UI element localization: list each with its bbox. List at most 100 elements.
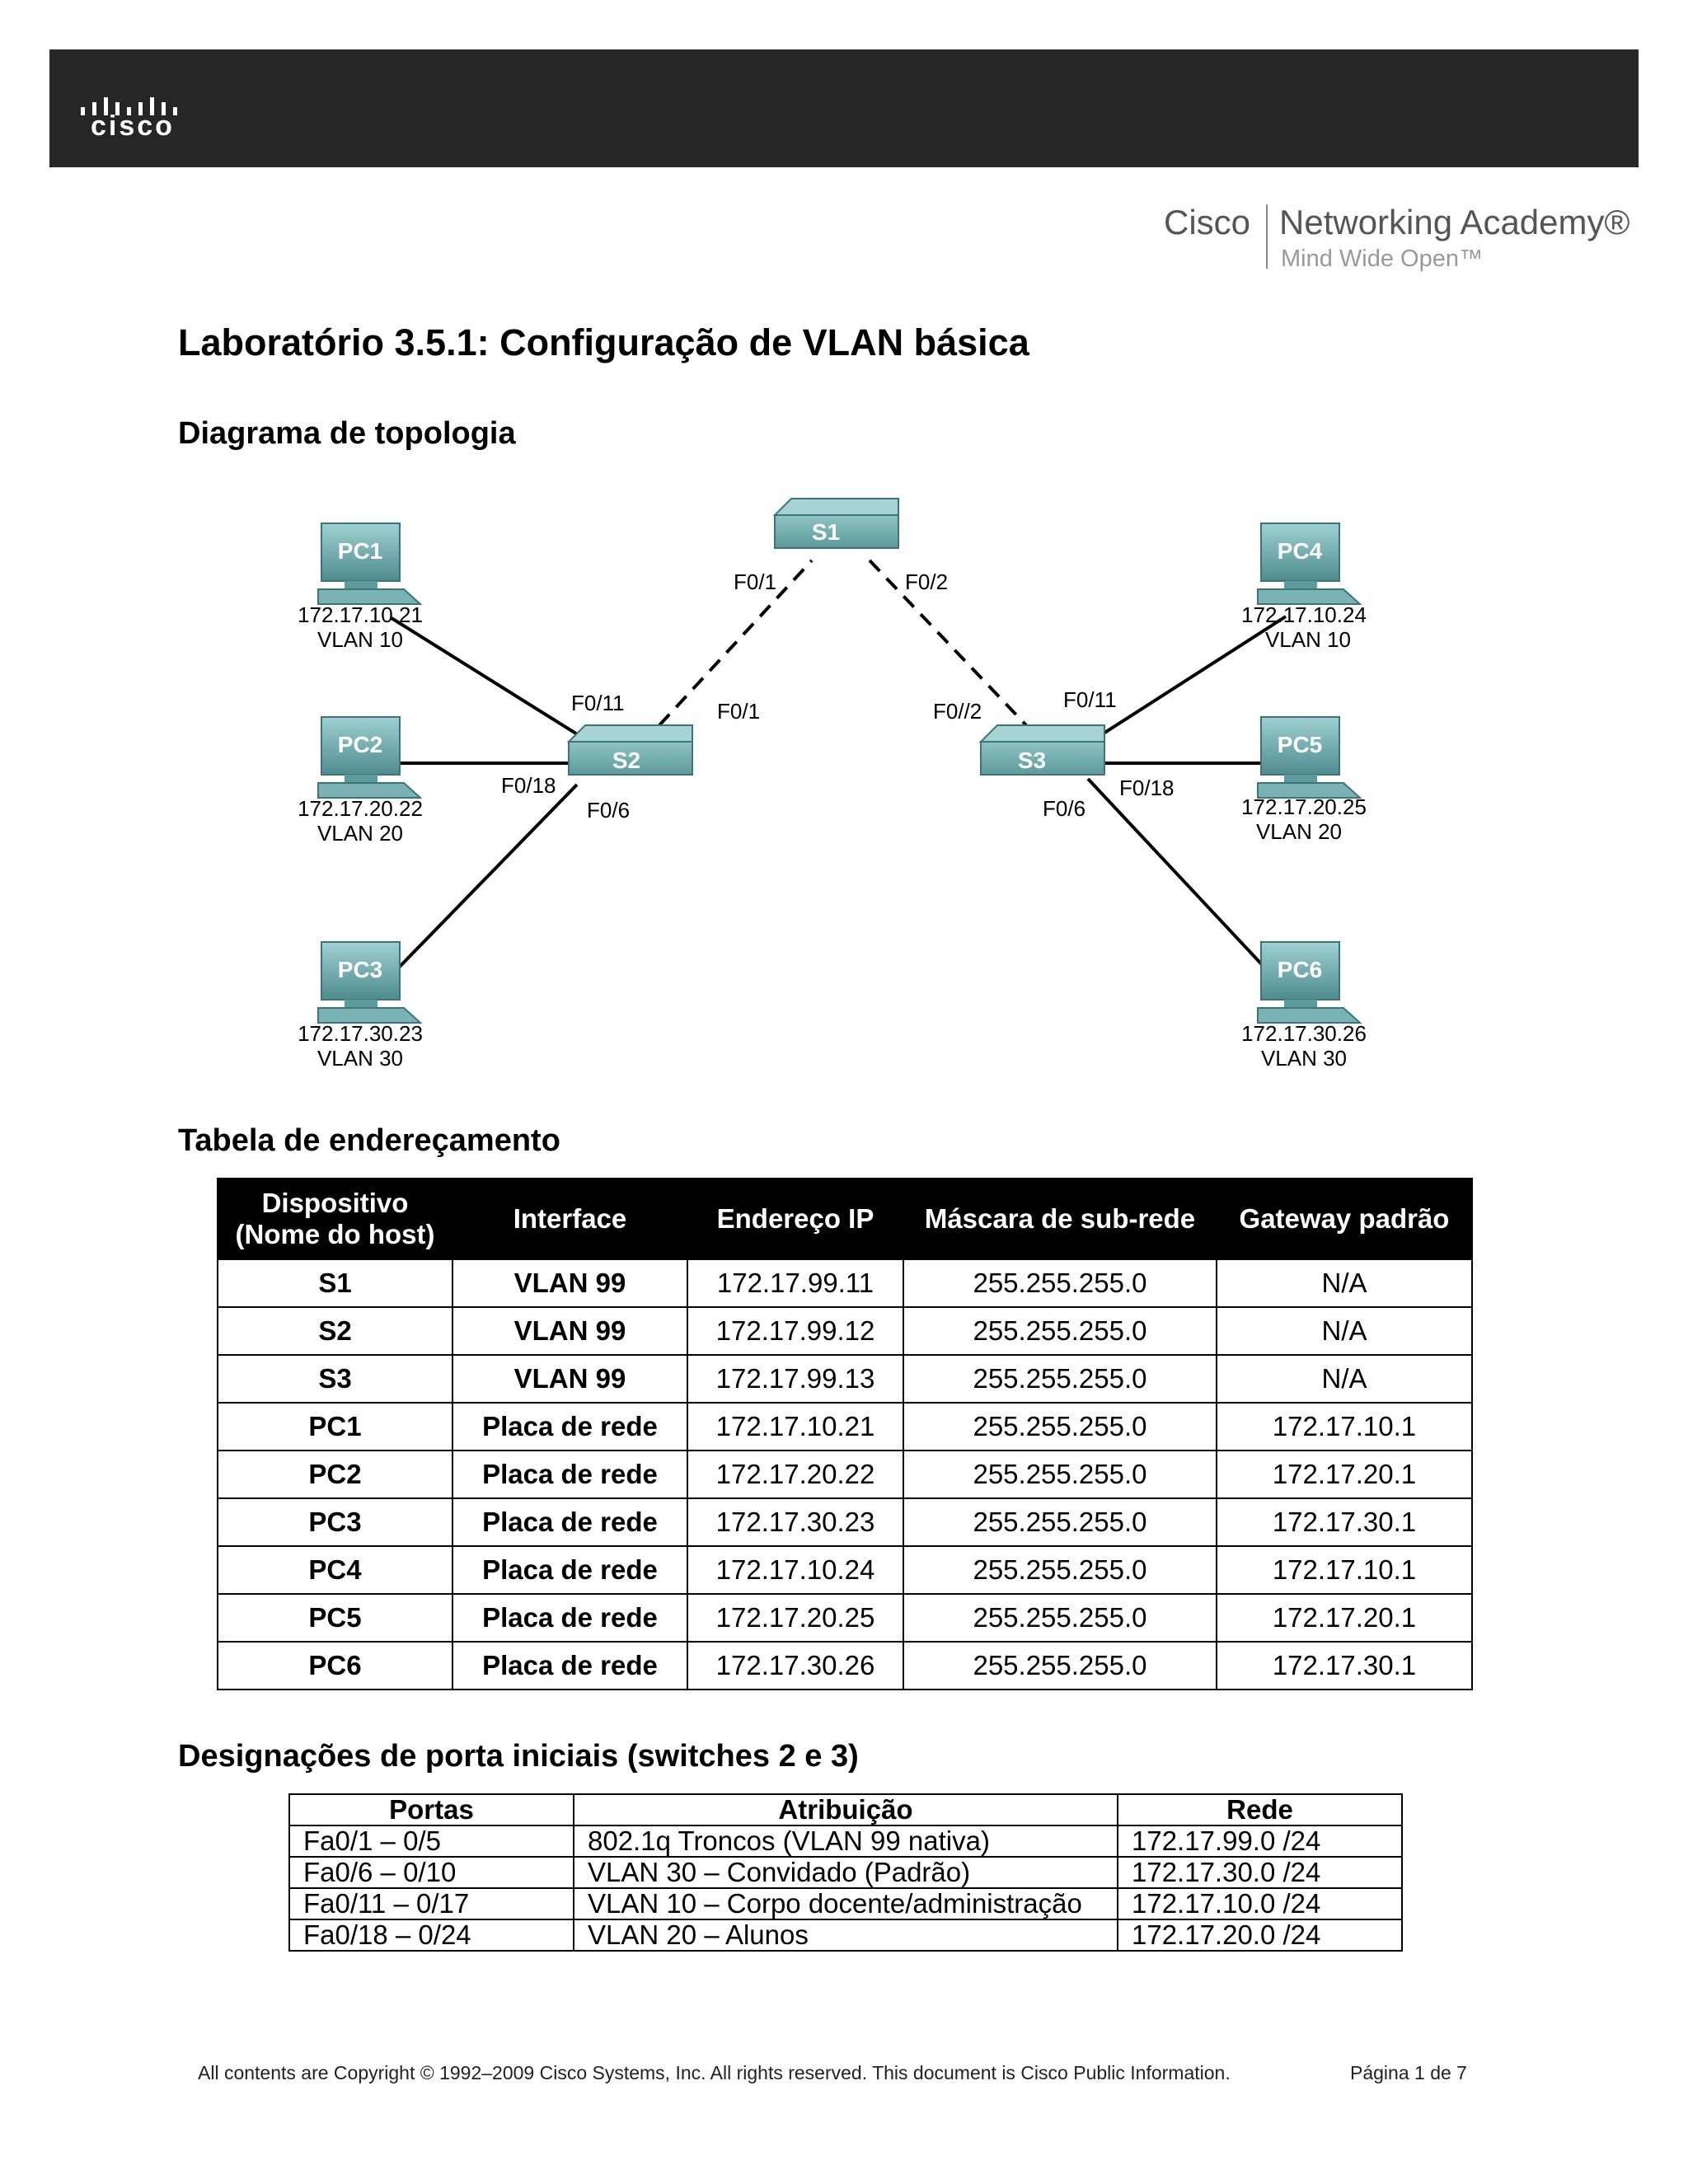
table-cell: PC3 (217, 1497, 453, 1547)
table-cell: 172.17.10.1 (1216, 1402, 1473, 1451)
table-cell: 255.255.255.0 (903, 1450, 1217, 1499)
table-cell: VLAN 99 (452, 1354, 688, 1404)
topology-section-title: Diagrama de topologia (178, 416, 516, 451)
brand-name: Networking Academy® (1279, 203, 1630, 241)
table-cell: VLAN 20 – Alunos (573, 1919, 1118, 1952)
link-s3-pc6 (1086, 777, 1271, 974)
pc6-vlan: VLAN 30 (1261, 1046, 1347, 1071)
table-cell: S3 (217, 1354, 453, 1404)
switch-label-s3: S3 (1018, 748, 1046, 773)
table-cell: PC5 (217, 1593, 453, 1643)
table-cell: 172.17.10.24 (687, 1545, 904, 1595)
table-cell: 172.17.20.1 (1216, 1450, 1473, 1499)
switch-s1: S1 (772, 498, 899, 549)
column-header: Interface (452, 1178, 688, 1260)
pc-label-pc3: PC3 (338, 957, 382, 982)
table-cell: 172.17.99.12 (687, 1306, 904, 1356)
footer-copyright: All contents are Copyright © 1992–2009 C… (198, 2062, 1231, 2083)
brand-company: Cisco (1164, 203, 1251, 241)
pc-label-pc6: PC6 (1278, 957, 1322, 982)
table-cell: 172.17.10.0 /24 (1117, 1887, 1403, 1920)
table-cell: Fa0/6 – 0/10 (288, 1856, 574, 1889)
table-cell: VLAN 10 – Corpo docente/administração (573, 1887, 1118, 1920)
table-cell: PC6 (217, 1641, 453, 1690)
ports-section-title: Designações de porta iniciais (switches … (178, 1739, 859, 1774)
switch-s3: S3 (978, 724, 1105, 776)
table-row: PC2 Placa de rede 172.17.20.22 255.255.2… (217, 1450, 1473, 1499)
pc-pc4: PC4 (1257, 523, 1362, 605)
pc-pc2: PC2 (317, 716, 423, 799)
page-title: Laboratório 3.5.1: Configuração de VLAN … (178, 321, 1029, 363)
port-label: F0/6 (1043, 796, 1085, 821)
pc-label-pc5: PC5 (1278, 732, 1322, 757)
table-cell: 172.17.20.25 (687, 1593, 904, 1643)
table-row: PC4 Placa de rede 172.17.10.24 255.255.2… (217, 1545, 1473, 1595)
port-assignment-table: Portas Atribuição Rede Fa0/1 – 0/5 802.1… (288, 1793, 1403, 1952)
table-cell: 802.1q Troncos (VLAN 99 nativa) (573, 1825, 1118, 1858)
column-header: Máscara de sub-rede (903, 1178, 1217, 1260)
table-cell: 172.17.10.21 (687, 1402, 904, 1451)
table-cell: 172.17.10.1 (1216, 1545, 1473, 1595)
table-cell: S1 (217, 1258, 453, 1308)
table-row: Fa0/6 – 0/10 VLAN 30 – Convidado (Padrão… (288, 1856, 1403, 1889)
pc4-ip: 172.17.10.24 (1241, 602, 1367, 627)
table-cell: VLAN 99 (452, 1258, 688, 1308)
pc5-vlan: VLAN 20 (1256, 819, 1342, 844)
table-cell: 172.17.30.1 (1216, 1641, 1473, 1690)
table-cell: 255.255.255.0 (903, 1402, 1217, 1451)
brand-tagline: Mind Wide Open™ (1281, 246, 1483, 272)
table-cell: PC4 (217, 1545, 453, 1595)
table-cell: 255.255.255.0 (903, 1641, 1217, 1690)
port-label: F0/1 (734, 569, 776, 594)
port-label: F0/11 (571, 691, 625, 715)
pc2-ip: 172.17.20.22 (298, 796, 423, 821)
table-cell: VLAN 30 – Convidado (Padrão) (573, 1856, 1118, 1889)
pc-label-pc1: PC1 (338, 538, 382, 564)
table-cell: S2 (217, 1306, 453, 1356)
cisco-logo-text: cisco (91, 110, 175, 142)
addressing-table: Dispositivo (Nome do host) Interface End… (217, 1178, 1473, 1690)
pc-pc5: PC5 (1257, 716, 1362, 799)
pc2-vlan: VLAN 20 (317, 821, 403, 846)
table-cell: 172.17.99.11 (687, 1258, 904, 1308)
port-label: F0//2 (933, 699, 982, 724)
table-cell: 255.255.255.0 (903, 1306, 1217, 1356)
table-cell: 255.255.255.0 (903, 1497, 1217, 1547)
column-header: Atribuição (573, 1793, 1118, 1826)
table-row: PC3 Placa de rede 172.17.30.23 255.255.2… (217, 1497, 1473, 1547)
table-cell: 172.17.20.22 (687, 1450, 904, 1499)
table-cell: Placa de rede (452, 1497, 688, 1547)
column-header: Portas (288, 1793, 574, 1826)
table-row: Fa0/18 – 0/24 VLAN 20 – Alunos 172.17.20… (288, 1919, 1403, 1952)
table-cell: Placa de rede (452, 1402, 688, 1451)
footer-page-number: Página 1 de 7 (1350, 2062, 1467, 2083)
table-cell: Fa0/11 – 0/17 (288, 1887, 574, 1920)
pc3-ip: 172.17.30.23 (298, 1021, 423, 1046)
pc5-ip: 172.17.20.25 (1241, 794, 1367, 819)
pc6-ip: 172.17.30.26 (1241, 1021, 1367, 1046)
table-cell: 172.17.30.23 (687, 1497, 904, 1547)
addressing-section-title: Tabela de endereçamento (178, 1123, 560, 1158)
topology-diagram: S1 S2 S3 PC1 PC2 PC3 PC4 (298, 498, 1367, 1071)
table-cell: 172.17.20.0 /24 (1117, 1919, 1403, 1952)
table-row: PC6 Placa de rede 172.17.30.26 255.255.2… (217, 1641, 1473, 1690)
pc-label-pc2: PC2 (338, 732, 382, 757)
table-cell: N/A (1216, 1354, 1473, 1404)
pc-pc1: PC1 (317, 523, 423, 605)
pc-pc3: PC3 (317, 941, 423, 1024)
cisco-logo-icon (81, 97, 177, 115)
column-header: Dispositivo (Nome do host) (217, 1178, 453, 1260)
switch-label-s1: S1 (812, 519, 840, 545)
pc3-vlan: VLAN 30 (317, 1046, 403, 1071)
table-cell: N/A (1216, 1258, 1473, 1308)
port-label: F0/11 (1063, 687, 1117, 712)
table-cell: 255.255.255.0 (903, 1593, 1217, 1643)
pc-pc6: PC6 (1257, 941, 1362, 1024)
table-cell: 172.17.30.0 /24 (1117, 1856, 1403, 1889)
table-cell: Placa de rede (452, 1641, 688, 1690)
port-label: F0/18 (1119, 776, 1175, 800)
pc-label-pc4: PC4 (1278, 538, 1323, 564)
table-cell: Fa0/1 – 0/5 (288, 1825, 574, 1858)
port-label: F0/6 (587, 798, 630, 823)
table-row: PC5 Placa de rede 172.17.20.25 255.255.2… (217, 1593, 1473, 1643)
